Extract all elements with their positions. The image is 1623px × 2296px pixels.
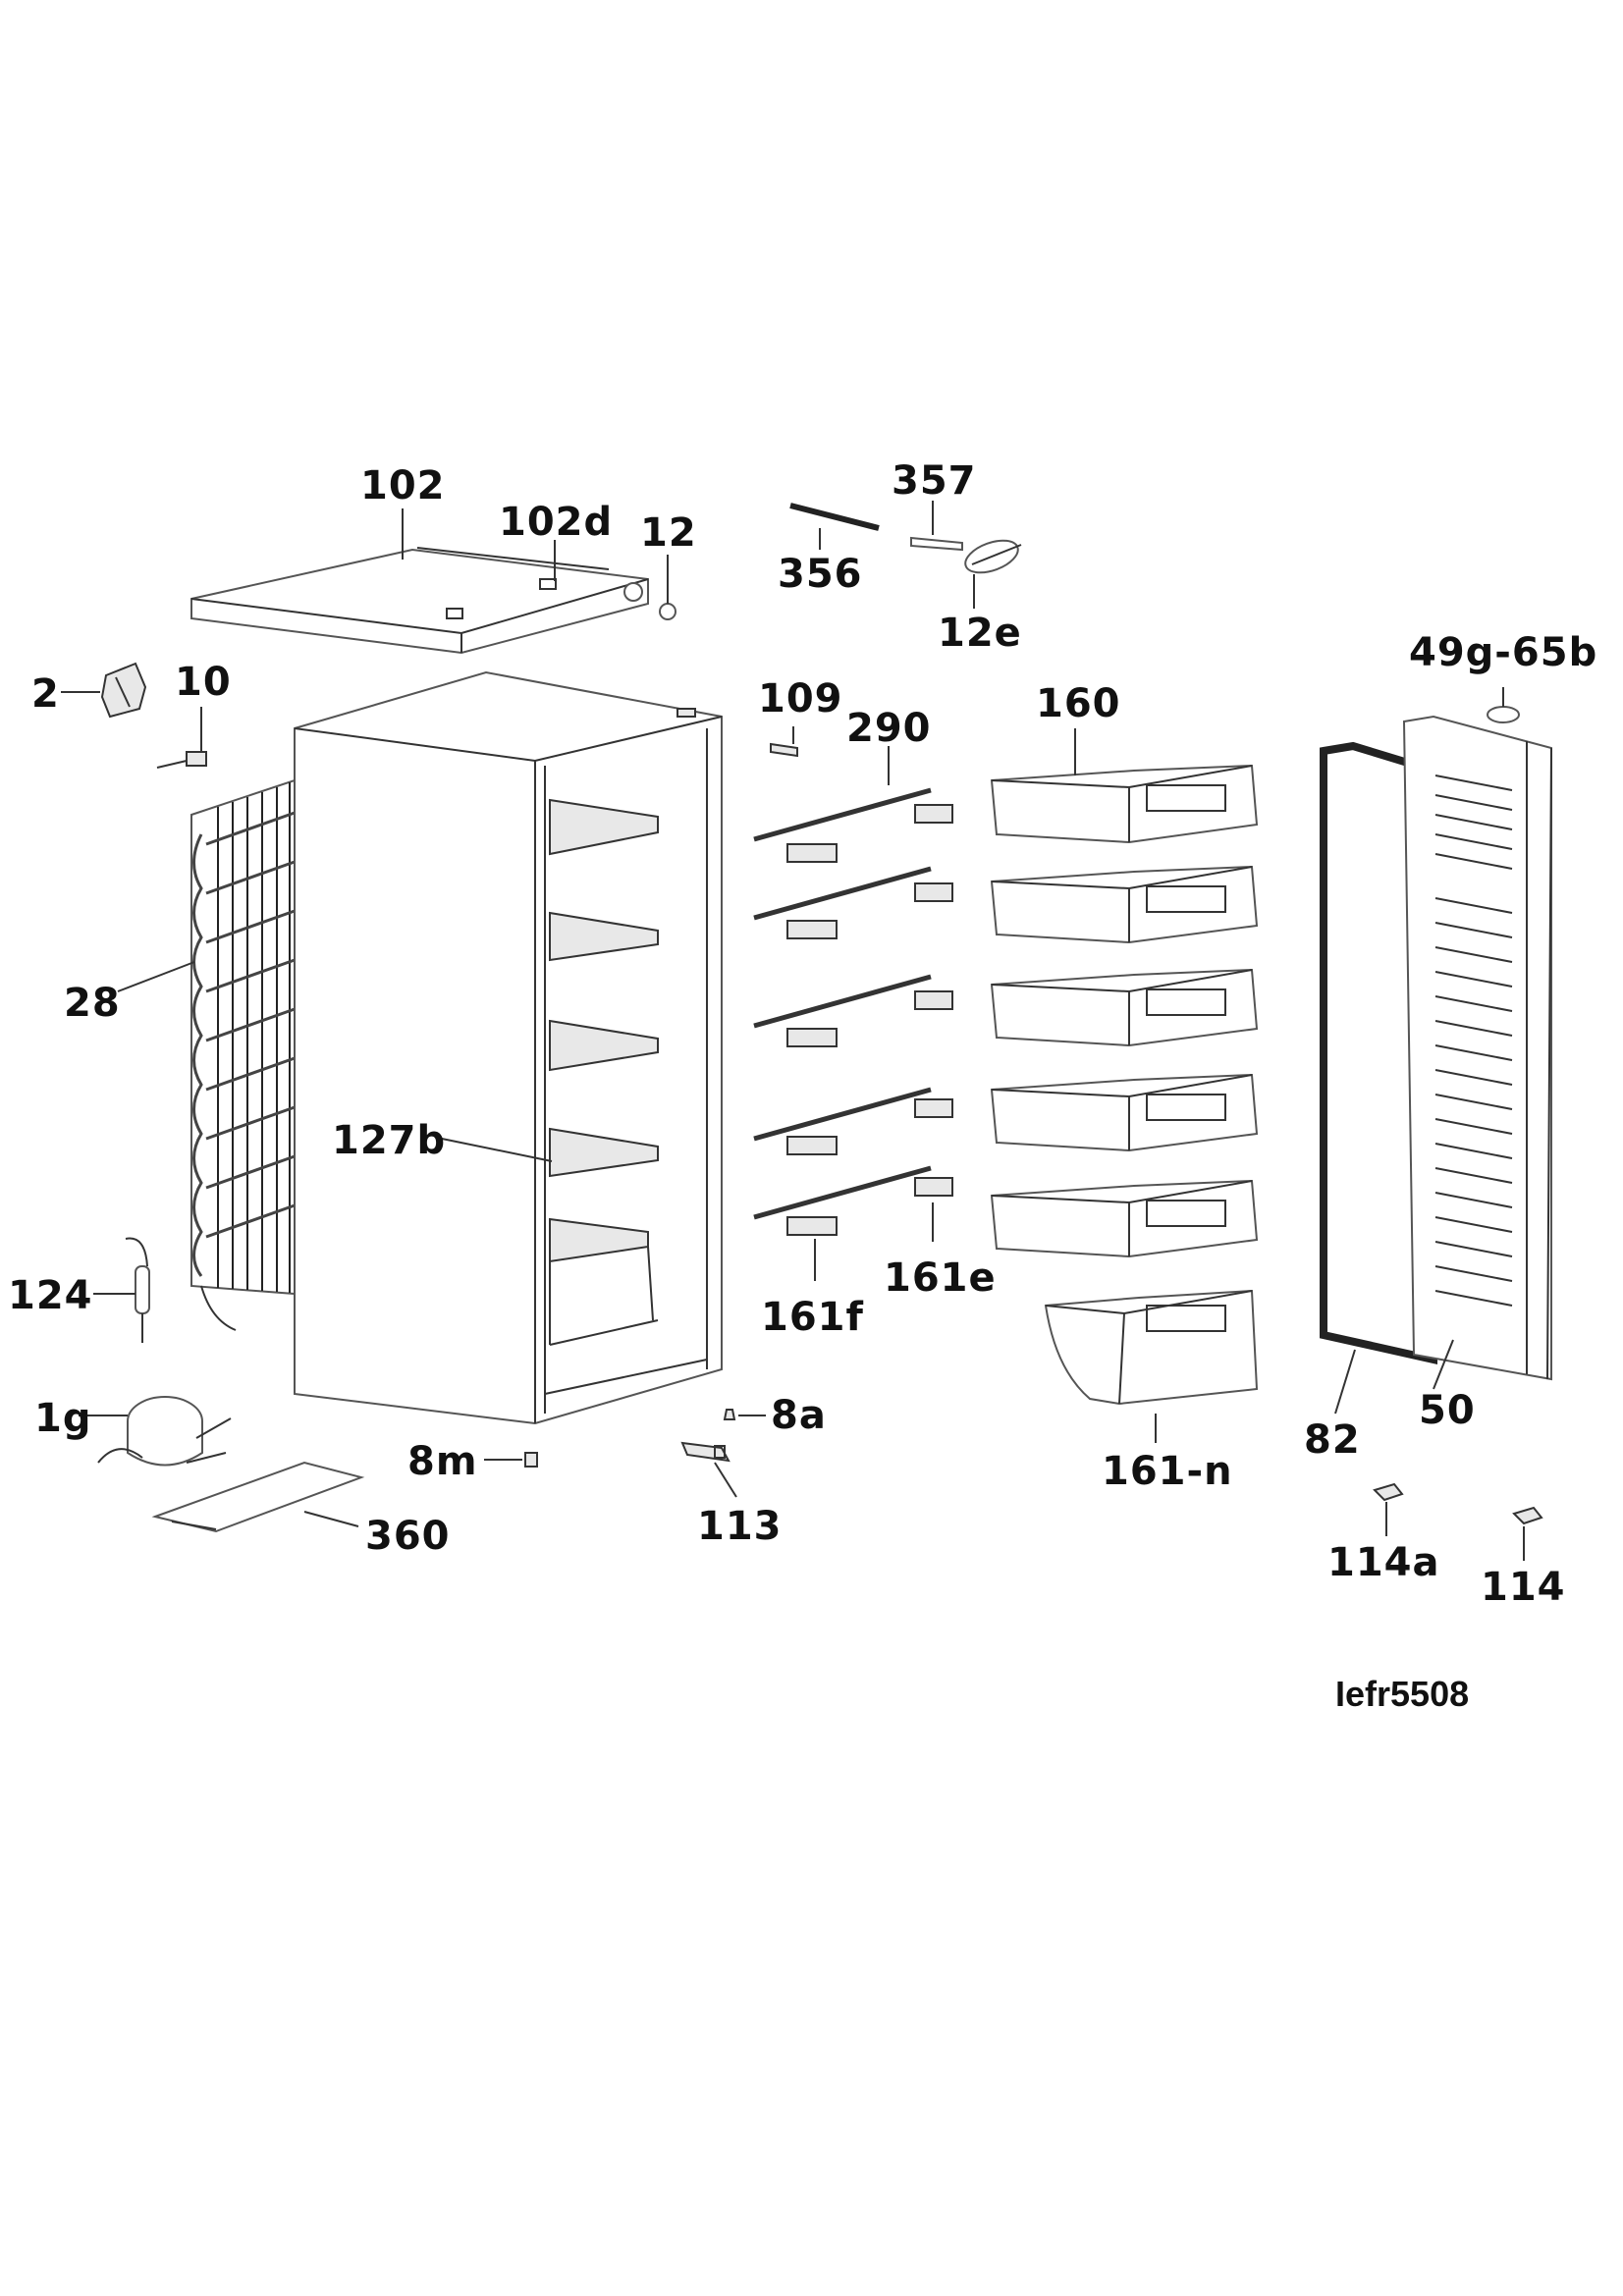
leader-lines <box>61 501 1525 1561</box>
screw-8a <box>723 1409 736 1420</box>
base-plate <box>151 1461 365 1533</box>
label-161-n: 161-n <box>1102 1449 1233 1494</box>
label-102d: 102d <box>499 500 613 545</box>
label-1g: 1g <box>34 1396 91 1441</box>
bracket-part <box>100 662 147 719</box>
label-114: 114 <box>1481 1565 1566 1610</box>
callout-labels: 102 102d 12 357 356 12e 49g-65b 2 10 109… <box>8 458 1597 1714</box>
label-10: 10 <box>175 660 232 705</box>
label-8m: 8m <box>407 1439 478 1484</box>
label-50: 50 <box>1419 1388 1476 1433</box>
label-360: 360 <box>365 1514 451 1559</box>
label-356: 356 <box>778 552 863 597</box>
label-109: 109 <box>758 676 843 721</box>
door-panel <box>1402 715 1552 1381</box>
label-12e: 12e <box>938 611 1022 656</box>
condenser-coil <box>190 778 296 1331</box>
label-357: 357 <box>892 458 977 504</box>
door-hinge-right <box>1512 1506 1543 1525</box>
shelf-rails <box>753 787 953 1236</box>
screw-part <box>524 1452 538 1468</box>
label-102: 102 <box>360 463 446 508</box>
label-49g-65b: 49g-65b <box>1409 630 1597 675</box>
label-290: 290 <box>846 706 932 751</box>
label-160: 160 <box>1036 681 1121 726</box>
top-cover <box>190 548 649 655</box>
label-12: 12 <box>640 510 697 556</box>
label-161f: 161f <box>761 1295 864 1340</box>
cabinet <box>294 670 723 1425</box>
label-28: 28 <box>64 981 121 1026</box>
hinge-pin <box>659 603 676 620</box>
label-2: 2 <box>31 671 60 717</box>
label-113: 113 <box>697 1504 783 1549</box>
wire-shelves <box>549 798 659 1345</box>
label-82: 82 <box>1304 1417 1361 1463</box>
door-parts-top <box>789 503 1022 574</box>
small-connector <box>156 751 207 769</box>
thermostat-sensor <box>125 1237 150 1343</box>
bottom-hinge <box>680 1441 730 1463</box>
freezer-drawers <box>990 764 1259 1406</box>
cap-part <box>1487 706 1520 723</box>
label-114a: 114a <box>1327 1540 1440 1585</box>
label-127b: 127b <box>332 1118 446 1163</box>
label-124: 124 <box>8 1273 93 1318</box>
clip-part <box>770 742 798 758</box>
label-8a: 8a <box>771 1393 827 1438</box>
compressor <box>97 1396 232 1467</box>
label-161e: 161e <box>884 1255 997 1301</box>
door-hinge-left <box>1373 1482 1404 1502</box>
model-code: Iefr5508 <box>1335 1674 1469 1714</box>
